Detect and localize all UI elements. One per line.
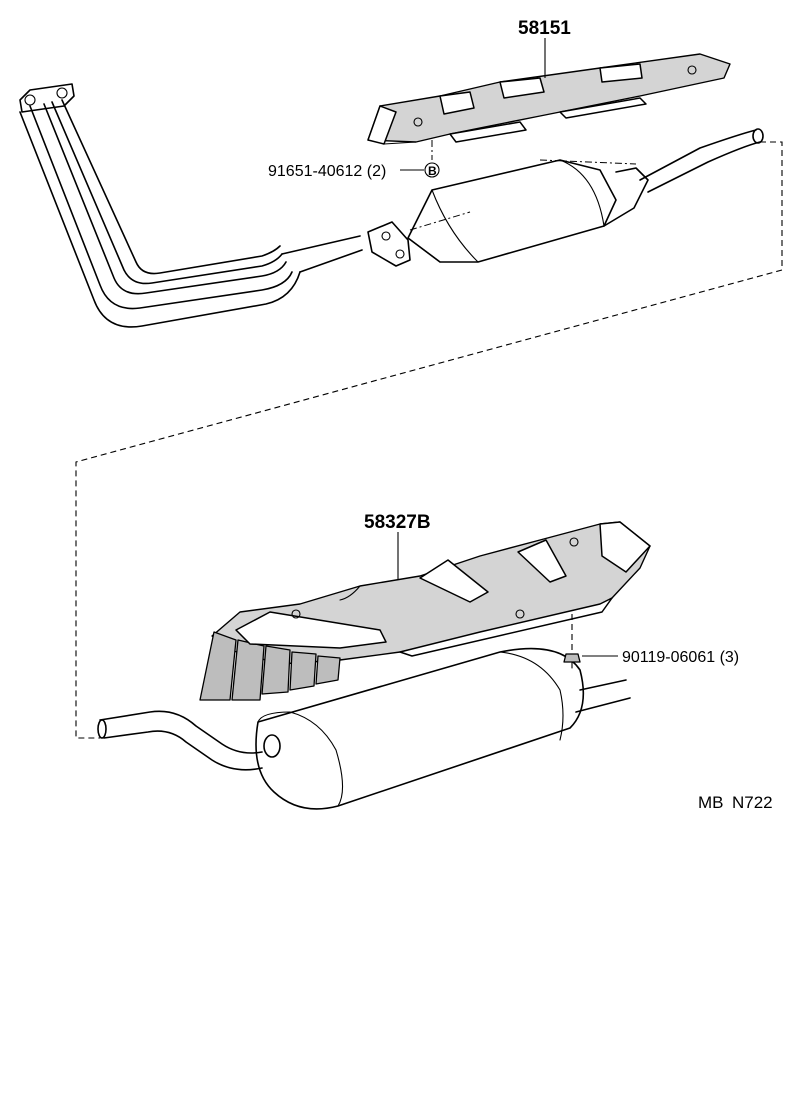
bolt-icon	[563, 653, 581, 669]
label-91651: 91651-40612 (2)	[268, 163, 386, 180]
figure-code-mb: MB	[698, 793, 724, 812]
assembly-link-dashed-line	[75, 141, 783, 739]
alignment-line-1	[539, 159, 637, 165]
ref-b-circle-icon	[424, 162, 440, 178]
label-58327b: 58327B	[364, 512, 431, 533]
label-58151: 58151	[518, 18, 571, 39]
ref-b-letter: B	[428, 164, 437, 178]
catalytic-converter	[407, 128, 764, 263]
heat-insulator-58327b	[199, 521, 651, 701]
exhaust-front-pipe	[19, 83, 363, 328]
heat-insulator-58151	[367, 53, 731, 145]
label-90119: 90119-06061 (3)	[622, 649, 739, 666]
figure-code-n722: N722	[732, 793, 773, 812]
exhaust-tail-pipe	[97, 710, 281, 771]
muffler	[255, 647, 631, 810]
alignment-line-2	[409, 211, 471, 231]
catalyst-inlet-flange	[367, 221, 411, 267]
